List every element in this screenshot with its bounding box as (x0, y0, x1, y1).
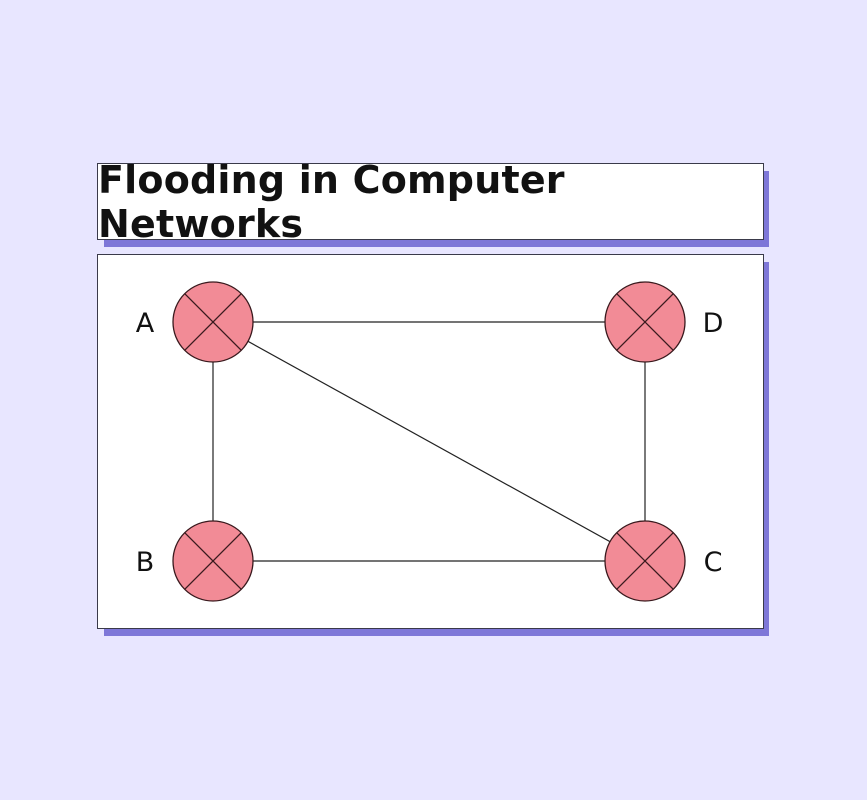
node-B: B (136, 520, 254, 602)
node-label: A (136, 308, 155, 339)
node-A: A (136, 281, 254, 363)
nodes-layer: A B C D (136, 281, 724, 602)
title-box: Flooding in Computer Networks (97, 158, 764, 246)
router-cross-line (184, 532, 242, 590)
edge-A-C (212, 321, 646, 562)
node-label: C (704, 547, 723, 578)
router-cross-line (184, 293, 242, 351)
node-label: B (136, 547, 155, 578)
node-D: D (604, 281, 724, 363)
node-C: C (604, 520, 723, 602)
edges-layer (212, 321, 646, 562)
router-cross-line (616, 532, 674, 590)
router-cross-line (616, 293, 674, 351)
node-label: D (703, 308, 724, 339)
diagram-title: Flooding in Computer Networks (98, 157, 565, 246)
